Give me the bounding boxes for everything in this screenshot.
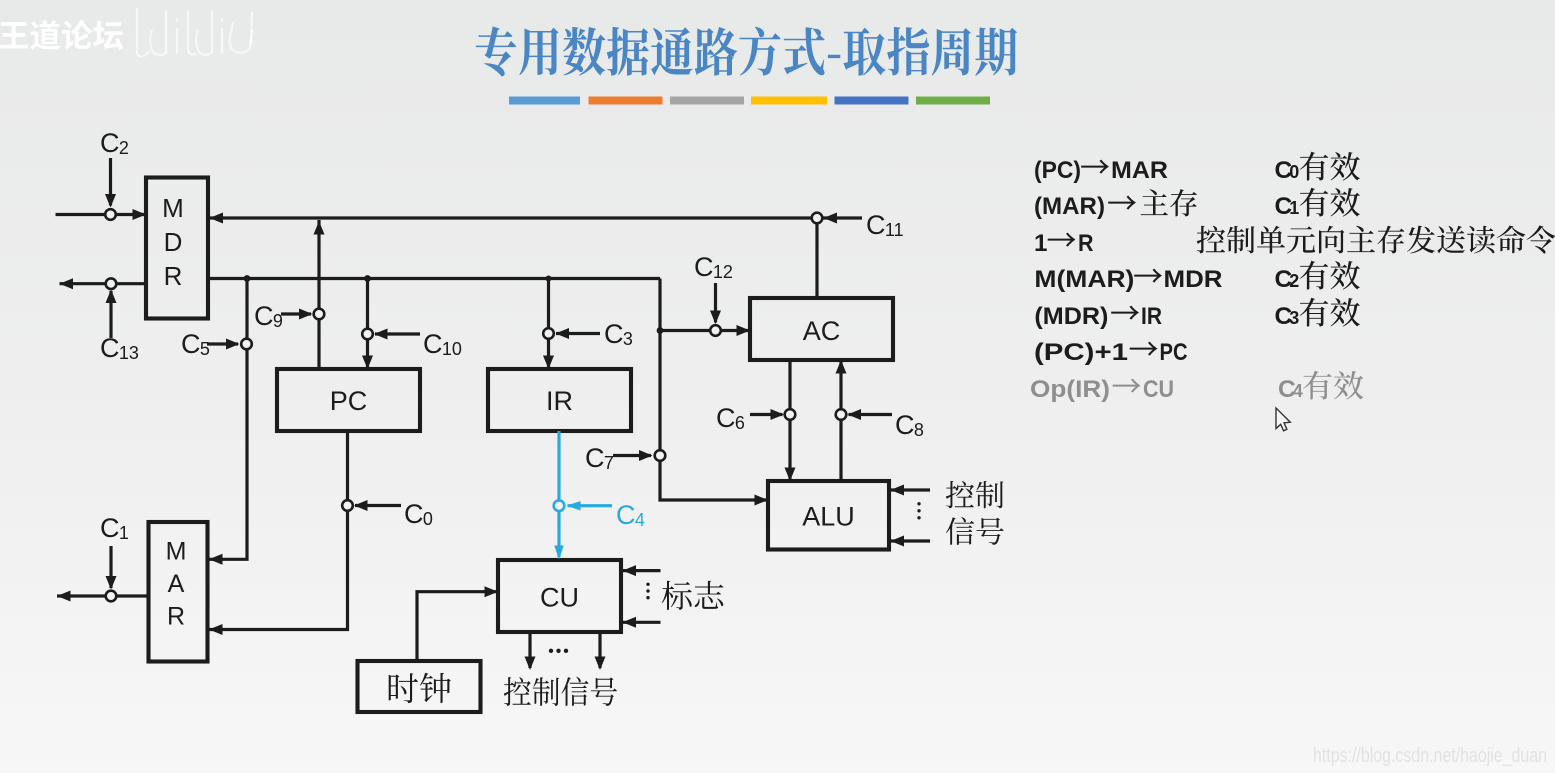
svg-text:Op(IR): Op(IR): [1030, 376, 1110, 403]
svg-text:CU: CU: [1143, 376, 1174, 403]
svg-text:1: 1: [119, 523, 129, 543]
svg-text:C: C: [585, 443, 605, 473]
svg-text:5: 5: [200, 339, 210, 359]
svg-text:8: 8: [914, 420, 924, 440]
svg-text:R: R: [167, 603, 185, 631]
svg-text:ALU: ALU: [802, 502, 855, 532]
svg-text:M(MAR): M(MAR): [1034, 266, 1134, 293]
svg-text:C: C: [604, 319, 624, 349]
svg-text:C: C: [1275, 303, 1293, 330]
svg-text:0: 0: [423, 509, 433, 529]
svg-text:0: 0: [1289, 162, 1299, 182]
svg-text:https://blog.csdn.net/haojie_d: https://blog.csdn.net/haojie_duan: [1313, 744, 1547, 767]
svg-text:M: M: [166, 538, 187, 566]
svg-text:M: M: [162, 193, 184, 223]
svg-text:(PC)+1: (PC)+1: [1034, 339, 1128, 366]
svg-text:PC: PC: [1160, 339, 1188, 366]
svg-text:AC: AC: [803, 316, 841, 346]
svg-text:R: R: [164, 261, 183, 291]
svg-text:1: 1: [1289, 198, 1299, 218]
svg-text:3: 3: [623, 329, 633, 349]
svg-text:C: C: [694, 252, 714, 282]
svg-text:1: 1: [1034, 230, 1048, 257]
svg-text:13: 13: [119, 343, 139, 363]
svg-text:C: C: [404, 499, 424, 529]
svg-text:C: C: [1278, 376, 1296, 403]
svg-text:MDR: MDR: [1164, 266, 1223, 293]
svg-text:4: 4: [1293, 381, 1303, 401]
svg-text:IR: IR: [1141, 303, 1162, 330]
svg-text:R: R: [1078, 230, 1094, 257]
svg-text:2: 2: [119, 138, 129, 158]
svg-text:C: C: [100, 333, 120, 363]
svg-text:C: C: [181, 329, 201, 359]
svg-text:C: C: [895, 410, 915, 440]
svg-text:2: 2: [1289, 271, 1299, 291]
svg-text:A: A: [168, 570, 185, 598]
svg-text:C: C: [100, 128, 120, 158]
svg-text:C: C: [1275, 157, 1293, 184]
svg-text:C: C: [1275, 266, 1293, 293]
svg-text:3: 3: [1289, 308, 1299, 328]
svg-text:C: C: [254, 301, 274, 331]
svg-text:MAR: MAR: [1111, 157, 1168, 184]
svg-text:C: C: [616, 500, 636, 530]
svg-text:(MAR): (MAR): [1034, 193, 1105, 220]
svg-text:12: 12: [713, 262, 733, 282]
svg-text:D: D: [164, 227, 183, 257]
svg-text:6: 6: [735, 413, 745, 433]
svg-text:10: 10: [442, 339, 462, 359]
svg-text:4: 4: [635, 510, 645, 530]
svg-text:11: 11: [885, 220, 904, 240]
svg-text:C: C: [423, 329, 443, 359]
svg-text:C: C: [1275, 193, 1293, 220]
svg-text:C: C: [716, 403, 736, 433]
svg-text:9: 9: [273, 311, 283, 331]
svg-text:C: C: [866, 210, 886, 240]
svg-text:PC: PC: [330, 386, 368, 416]
svg-text:(MDR): (MDR): [1034, 303, 1108, 330]
svg-text:IR: IR: [546, 386, 573, 416]
svg-text:7: 7: [604, 453, 614, 473]
svg-text:C: C: [100, 513, 120, 543]
svg-text:CU: CU: [540, 582, 579, 612]
svg-text:(PC): (PC): [1034, 157, 1081, 184]
